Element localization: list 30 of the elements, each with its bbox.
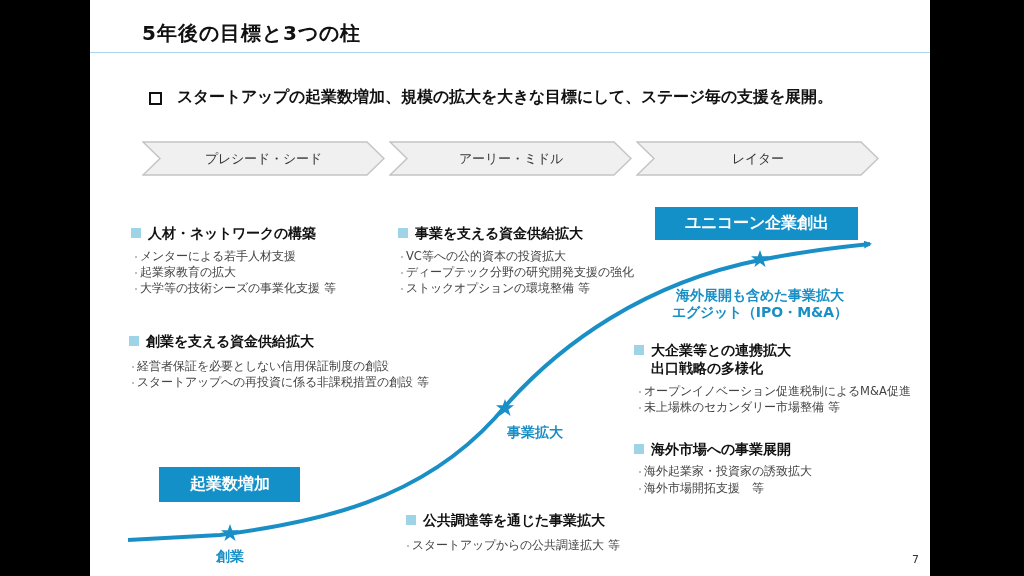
lead-text: スタートアップの起業数増加、規模の拡大を大きな目標にして、ステージ毎の支援を展開。 <box>177 87 833 108</box>
page-number: 7 <box>912 553 919 566</box>
bullet-text: スタートアップからの公共調達拡大 等 <box>412 537 620 554</box>
section-heading: 創業を支える資金供給拡大 <box>146 332 314 350</box>
milestone-label: 海外展開も含めた事業拡大エグジット（IPO・M&A） <box>670 287 850 321</box>
bullet-text: 経営者保証を必要としない信用保証制度の創設 <box>137 358 389 375</box>
bullet-text: 起業家教育の拡大 <box>140 264 236 281</box>
stage-band: レイター <box>636 141 879 176</box>
bullet-text: 海外市場開拓支援 等 <box>644 480 764 497</box>
bullet-text: オープンイノベーション促進税制によるM&A促進 <box>644 383 911 400</box>
bullet-text: VC等への公的資本の投資拡大 <box>406 248 566 265</box>
section-heading: 大企業等との連携拡大出口戦略の多様化 <box>651 341 791 377</box>
milestone-label: 事業拡大 <box>506 424 564 441</box>
slide-title: 5年後の目標と3つの柱 <box>142 20 361 47</box>
section-heading: 海外市場への事業展開 <box>651 440 791 458</box>
bullet-text: メンターによる若手人材支援 <box>140 248 296 265</box>
bullet-text: 海外起業家・投資家の誘致拡大 <box>644 463 812 480</box>
bullet-text: 未上場株のセカンダリー市場整備 等 <box>644 399 840 416</box>
goal-box: 起業数増加 <box>159 467 300 502</box>
bullet-text: ストックオプションの環境整備 等 <box>406 280 590 297</box>
stage-band: プレシード・シード <box>142 141 385 176</box>
goal-box: ユニコーン企業創出 <box>655 207 858 240</box>
section-heading: 事業を支える資金供給拡大 <box>415 224 583 242</box>
section-heading: 人材・ネットワークの構築 <box>148 224 316 242</box>
milestone-label: 創業 <box>215 548 245 565</box>
bullet-text: スタートアップへの再投資に係る非課税措置の創設 等 <box>137 374 429 391</box>
section-heading: 公共調達等を通じた事業拡大 <box>423 511 605 529</box>
bullet-text: 大学等の技術シーズの事業化支援 等 <box>140 280 336 297</box>
stage-band: アーリー・ミドル <box>389 141 632 176</box>
bullet-text: ディープテック分野の研究開発支援の強化 <box>406 264 634 281</box>
